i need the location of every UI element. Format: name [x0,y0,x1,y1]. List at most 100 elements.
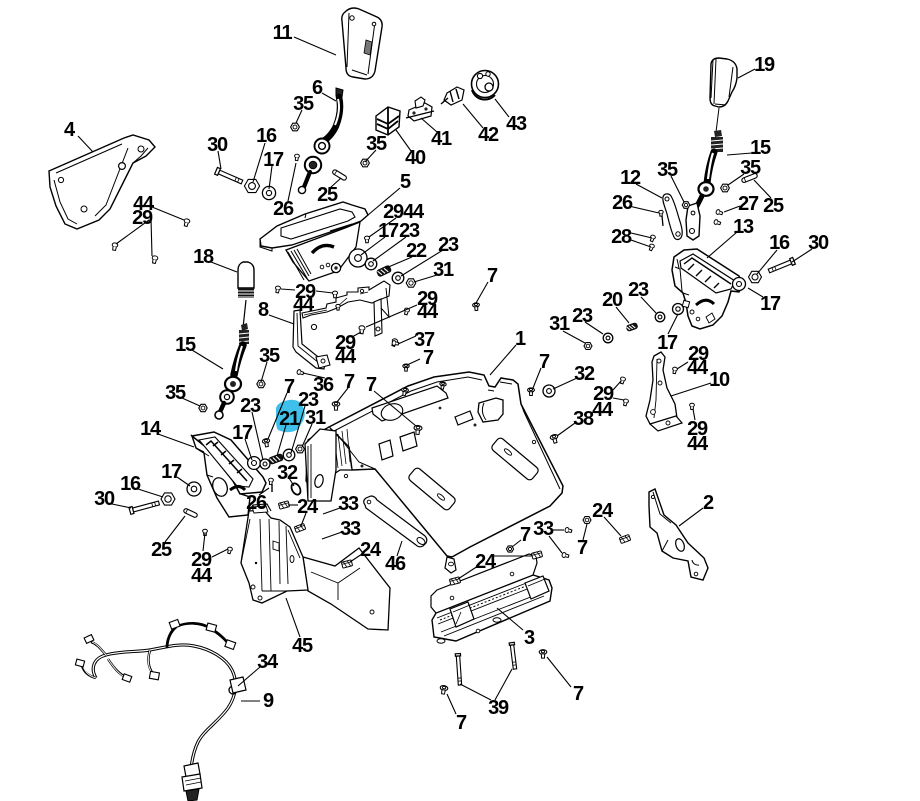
svg-text:35: 35 [293,93,314,115]
svg-text:7: 7 [423,347,434,369]
svg-text:10: 10 [709,369,730,391]
svg-text:7: 7 [577,537,588,559]
svg-text:29: 29 [593,383,614,405]
svg-text:26: 26 [273,198,294,220]
svg-text:23: 23 [438,234,459,256]
svg-text:35: 35 [259,345,280,367]
svg-text:31: 31 [549,313,570,335]
svg-text:25: 25 [763,195,784,217]
svg-text:21: 21 [279,408,300,430]
svg-text:19: 19 [754,54,775,76]
svg-text:41: 41 [431,128,452,150]
svg-text:8: 8 [258,299,269,321]
svg-text:29: 29 [335,332,356,354]
svg-text:32: 32 [277,462,298,484]
svg-text:29: 29 [687,418,708,440]
svg-text:23: 23 [298,389,319,411]
svg-text:33: 33 [533,518,554,540]
svg-text:23: 23 [572,305,593,327]
svg-text:24: 24 [475,551,497,573]
svg-text:27: 27 [738,193,759,215]
svg-text:44: 44 [687,357,709,379]
svg-text:11: 11 [273,22,293,44]
svg-text:28: 28 [611,226,632,248]
svg-text:4: 4 [64,119,76,141]
svg-text:25: 25 [151,539,172,561]
svg-text:44: 44 [687,433,709,455]
svg-text:12: 12 [620,167,641,189]
svg-text:24: 24 [360,539,382,561]
svg-text:6: 6 [312,77,323,99]
svg-text:30: 30 [94,488,115,510]
svg-text:17: 17 [232,422,253,444]
svg-text:44: 44 [191,565,213,587]
svg-text:22: 22 [406,240,427,262]
svg-text:23: 23 [628,279,649,301]
svg-text:45: 45 [292,635,313,657]
svg-text:24: 24 [297,496,319,518]
svg-text:17: 17 [378,220,399,242]
svg-text:7: 7 [573,683,584,705]
svg-text:26: 26 [612,192,633,214]
svg-text:7: 7 [520,524,531,546]
svg-text:25: 25 [317,184,338,206]
svg-text:14: 14 [140,418,162,440]
svg-text:37: 37 [414,329,435,351]
svg-text:29: 29 [383,201,404,223]
svg-text:17: 17 [657,332,678,354]
svg-text:29: 29 [688,343,709,365]
svg-text:15: 15 [175,334,196,356]
svg-text:5: 5 [400,171,411,193]
svg-text:3: 3 [524,627,535,649]
svg-text:7: 7 [284,376,295,398]
svg-text:31: 31 [305,407,326,429]
svg-text:23: 23 [240,395,261,417]
svg-text:35: 35 [740,157,761,179]
svg-text:16: 16 [120,473,141,495]
svg-text:36: 36 [313,374,334,396]
svg-text:2: 2 [703,492,714,514]
svg-text:33: 33 [338,493,359,515]
svg-text:29: 29 [295,281,316,303]
svg-text:29: 29 [191,549,212,571]
svg-text:44: 44 [403,201,425,223]
svg-text:30: 30 [808,232,829,254]
svg-text:30: 30 [207,134,228,156]
svg-text:16: 16 [256,125,277,147]
svg-text:29: 29 [417,288,438,310]
svg-text:40: 40 [405,147,426,169]
svg-text:16: 16 [769,232,790,254]
svg-text:20: 20 [602,289,623,311]
svg-text:35: 35 [165,382,186,404]
svg-text:38: 38 [573,408,594,430]
svg-text:33: 33 [340,518,361,540]
svg-text:13: 13 [733,216,754,238]
svg-text:29: 29 [132,207,153,229]
svg-text:17: 17 [161,461,182,483]
svg-text:44: 44 [293,294,315,316]
svg-text:7: 7 [344,371,355,393]
svg-text:44: 44 [335,346,357,368]
svg-text:7: 7 [366,374,377,396]
svg-text:44: 44 [592,399,614,421]
svg-text:23: 23 [399,220,420,242]
svg-text:9: 9 [263,690,274,712]
svg-text:7: 7 [487,265,498,287]
svg-text:17: 17 [760,293,781,315]
svg-text:17: 17 [263,149,284,171]
svg-text:42: 42 [478,124,499,146]
svg-text:31: 31 [433,259,454,281]
svg-text:34: 34 [257,651,279,673]
svg-text:46: 46 [385,553,406,575]
svg-text:35: 35 [657,159,678,181]
svg-text:35: 35 [366,133,387,155]
svg-text:39: 39 [488,697,509,719]
svg-text:32: 32 [574,363,595,385]
svg-text:43: 43 [506,113,527,135]
svg-text:24: 24 [592,500,614,522]
svg-text:26: 26 [246,492,267,514]
svg-text:15: 15 [750,137,771,159]
svg-text:7: 7 [539,351,550,373]
svg-text:44: 44 [133,193,155,215]
svg-text:7: 7 [456,712,467,734]
